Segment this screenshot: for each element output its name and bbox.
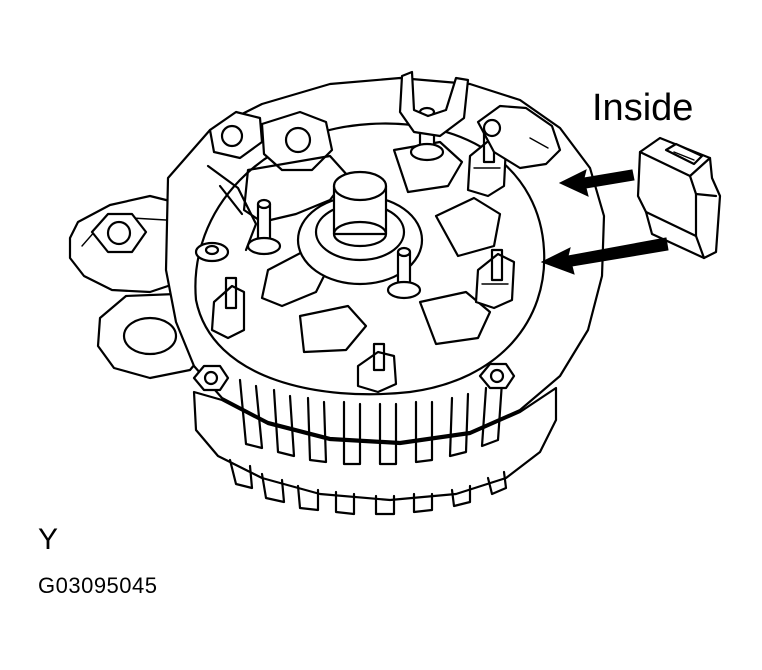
terminal-bracket-upper-left: [206, 110, 334, 252]
terminal-stud-far-left: [194, 241, 230, 263]
through-bolt-left: [192, 364, 230, 392]
insulator-insert-part: [636, 136, 722, 260]
housing-bracket-right: [476, 104, 562, 170]
inside-label: Inside: [592, 87, 694, 129]
diode-clip-bottom: [356, 342, 398, 394]
insert-arrow-upper: [558, 169, 635, 197]
b-terminal-post: [398, 70, 470, 138]
hex-nut-left: [90, 212, 148, 254]
view-letter-label: Y: [38, 523, 59, 556]
cooling-fins: [192, 378, 558, 516]
through-bolt-right: [478, 362, 516, 390]
figure-code-label: G03095045: [38, 573, 158, 598]
insert-arrow-lower: [540, 237, 669, 275]
terminal-stud-center: [386, 246, 422, 300]
rotor-shaft-boss: [296, 170, 424, 286]
terminal-stud-left: [246, 198, 282, 256]
brush-holder-clip-bottom: [474, 248, 516, 310]
diode-clip-left: [210, 276, 246, 340]
